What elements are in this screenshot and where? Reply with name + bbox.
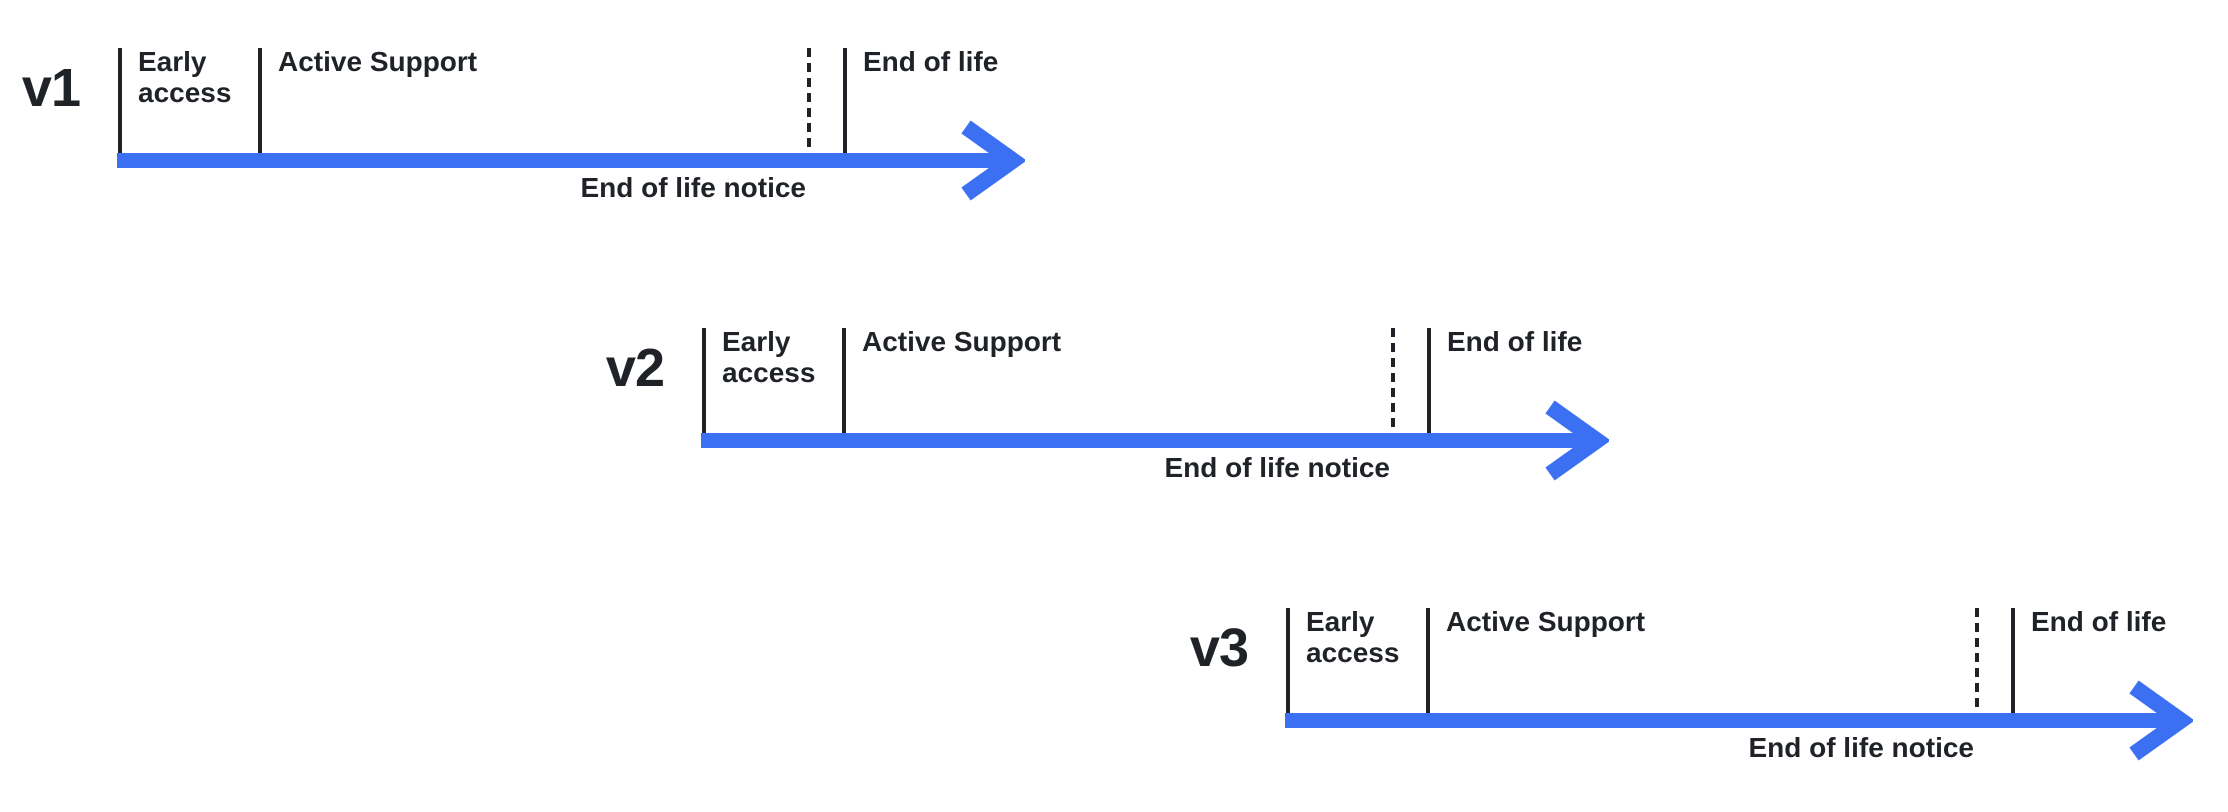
- early-access-label: Early access: [1306, 606, 1400, 668]
- early-access-label: Early access: [722, 326, 816, 388]
- early-access-end-tick: [842, 328, 846, 433]
- timeline-start-tick: [702, 328, 706, 433]
- active-support-label: Active Support: [1446, 606, 1646, 637]
- early-access-end-tick: [258, 48, 262, 153]
- early-access-label: Early access: [138, 46, 232, 108]
- eol-notice-label: End of life notice: [580, 172, 806, 203]
- end-of-life-label: End of life: [2031, 606, 2167, 637]
- timeline-v2: v2 Early access Active Support End of li…: [584, 280, 1614, 495]
- eol-notice-dashed-line: [807, 48, 811, 153]
- end-of-life-tick: [1427, 328, 1431, 433]
- version-label: v2: [605, 338, 665, 398]
- timeline-start-tick: [118, 48, 122, 153]
- timeline-start-tick: [1286, 608, 1290, 713]
- end-of-life-tick: [2011, 608, 2015, 713]
- timeline-arrow-icon: [117, 120, 1025, 201]
- timeline-v1: v1 Early access Active Support End of li…: [0, 0, 1030, 215]
- early-access-end-tick: [1426, 608, 1430, 713]
- timeline-arrow-icon: [1285, 680, 2193, 761]
- timeline-arrow-icon: [701, 400, 1609, 481]
- active-support-label: Active Support: [278, 46, 478, 77]
- active-support-label: Active Support: [862, 326, 1062, 357]
- eol-notice-dashed-line: [1975, 608, 1979, 713]
- eol-notice-label: End of life notice: [1748, 732, 1974, 763]
- end-of-life-label: End of life: [863, 46, 999, 77]
- end-of-life-tick: [843, 48, 847, 153]
- version-label: v1: [21, 58, 81, 118]
- eol-notice-dashed-line: [1391, 328, 1395, 433]
- timeline-v3: v3 Early access Active Support End of li…: [1168, 560, 2198, 775]
- end-of-life-label: End of life: [1447, 326, 1583, 357]
- eol-notice-label: End of life notice: [1164, 452, 1390, 483]
- version-label: v3: [1189, 618, 1249, 678]
